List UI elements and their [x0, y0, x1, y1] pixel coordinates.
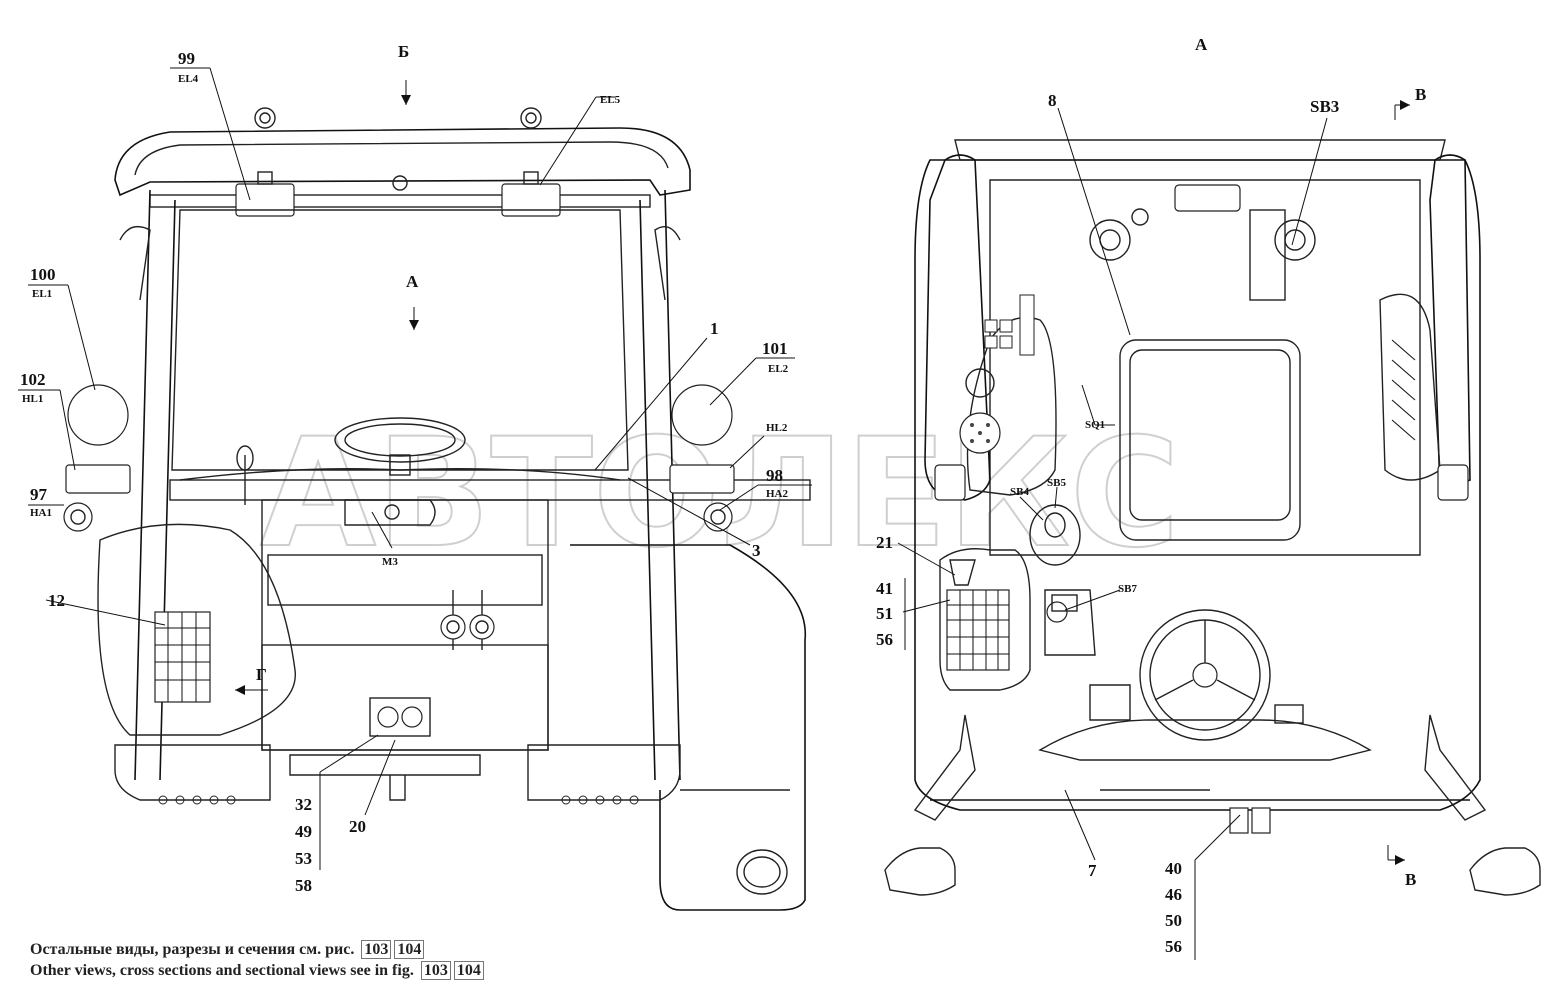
callout-sb4: SB4: [1010, 486, 1029, 498]
callout-el1: EL1: [32, 288, 52, 300]
stack-left-2: 53: [295, 849, 312, 868]
cab-top-view: [884, 100, 1541, 896]
stack-right-3: 56: [1165, 937, 1182, 956]
callout-m3: M3: [382, 556, 398, 568]
stack-mid-0: 41: [876, 579, 893, 598]
left-leaders: [18, 67, 812, 870]
callout-3: 3: [752, 541, 761, 560]
callout-12: 12: [48, 591, 65, 610]
callout-21: 21: [876, 533, 893, 552]
callout-sb5: SB5: [1047, 477, 1066, 489]
callout-98: 98: [766, 466, 783, 485]
callout-hl2: HL2: [766, 422, 788, 434]
stack-left-1: 49: [295, 822, 312, 841]
stack-mid-2: 56: [876, 630, 893, 649]
section-letter-v-bottom: B: [1405, 870, 1416, 889]
view-letter-g: Г: [256, 665, 267, 684]
callout-100: 100: [30, 265, 56, 284]
callout-sb7: SB7: [1118, 583, 1137, 595]
footer-en: Other views, cross sections and sectiona…: [30, 961, 484, 980]
callout-hl1: HL1: [22, 393, 43, 405]
stack-left-3: 58: [295, 876, 312, 895]
callout-20: 20: [349, 817, 366, 836]
callout-1: 1: [710, 319, 719, 338]
callout-el5: EL5: [600, 94, 621, 106]
callout-el4: EL4: [178, 73, 199, 85]
view-letter-b: Б: [398, 42, 409, 61]
stack-right-1: 46: [1165, 885, 1182, 904]
view-letter-a-right: A: [1195, 35, 1208, 54]
stack-mid-1: 51: [876, 604, 893, 623]
callout-8: 8: [1048, 91, 1057, 110]
section-letter-v-top: B: [1415, 85, 1426, 104]
footer-ru: Остальные виды, разрезы и сечения см. ри…: [30, 940, 425, 959]
fig-link-103-en[interactable]: 103: [420, 961, 451, 980]
footer-en-text: Other views, cross sections and sectiona…: [30, 962, 414, 979]
callout-sb3: SB3: [1310, 97, 1339, 116]
right-leaders: [897, 107, 1328, 960]
callout-ha2: HA2: [766, 488, 789, 500]
view-letter-a-left: A: [406, 272, 419, 291]
callout-sq1: SQ1: [1085, 419, 1105, 431]
stack-right-2: 50: [1165, 911, 1182, 930]
callout-99: 99: [178, 49, 195, 68]
fig-link-103-ru[interactable]: 103: [361, 940, 392, 959]
callout-7: 7: [1088, 861, 1097, 880]
callout-102: 102: [20, 370, 46, 389]
fig-link-104-en[interactable]: 104: [453, 961, 484, 980]
footer-ru-text: Остальные виды, разрезы и сечения см. ри…: [30, 941, 355, 958]
callout-101: 101: [762, 339, 788, 358]
callout-ha1: HA1: [30, 507, 52, 519]
fig-link-104-ru[interactable]: 104: [394, 940, 425, 959]
callout-97: 97: [30, 485, 48, 504]
stack-right-0: 40: [1165, 859, 1182, 878]
cab-rear-view: [63, 80, 811, 911]
callout-el2: EL2: [768, 363, 789, 375]
stack-left-0: 32: [295, 795, 312, 814]
